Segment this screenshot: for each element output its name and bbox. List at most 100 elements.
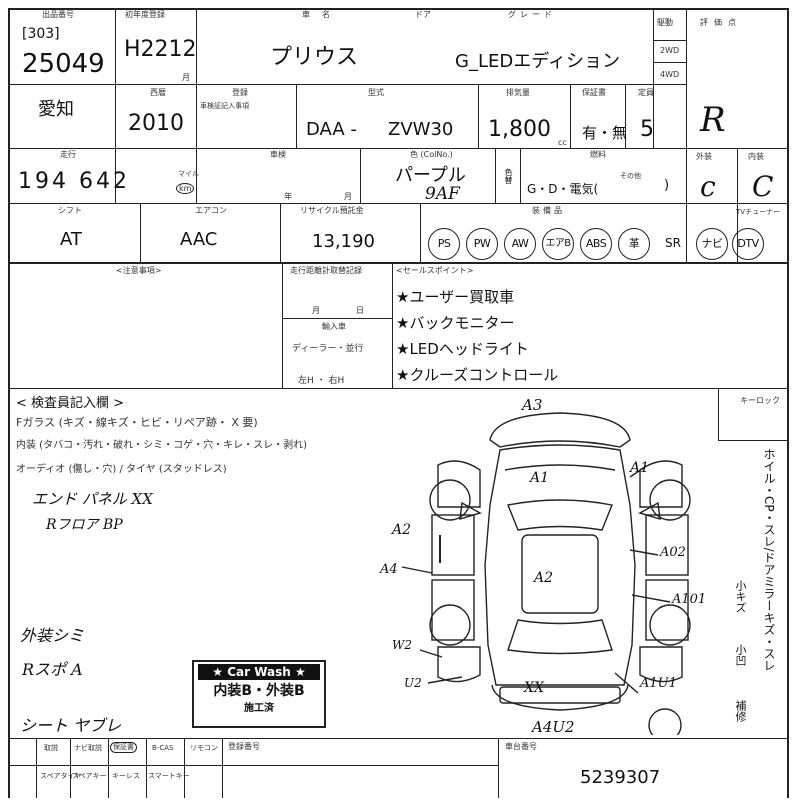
handle-type: 左H ・ 右H xyxy=(298,376,345,386)
grade-value: G_LEDエディション xyxy=(455,51,620,72)
equip-abs: ABS xyxy=(580,228,612,260)
inspection-label: 車検 xyxy=(270,150,286,159)
vline-g xyxy=(570,84,572,148)
carwash-done: 施工済 xyxy=(244,703,274,714)
sales-point-1: ★ユーザー買取車 xyxy=(396,288,515,306)
recycle-label: リサイクル預託金 xyxy=(300,206,364,215)
vline-o xyxy=(280,203,282,262)
ac-value: AAC xyxy=(180,229,218,250)
footer-v5 xyxy=(184,738,185,798)
inspector-audio: オーディオ (傷し・穴) / タイヤ (スタッドレス) xyxy=(16,464,227,475)
row-line-2 xyxy=(8,148,788,150)
grade-label: グレード xyxy=(508,10,556,19)
inspection-month: 月 xyxy=(344,192,352,201)
sales-point-4: ★クルーズコントロール xyxy=(396,366,559,384)
shift-label: シフト xyxy=(58,206,82,215)
footer-v4 xyxy=(146,738,147,798)
model-value: ZVW30 xyxy=(388,119,454,140)
tuner-label: TVチューナー xyxy=(736,208,781,216)
chassis-label: 車台番号 xyxy=(505,742,537,751)
row-line-footer xyxy=(8,738,788,740)
vline-drive2 xyxy=(653,62,687,63)
mark-a2-roof: A2 xyxy=(534,570,554,586)
fuel-paren-close: ) xyxy=(664,178,670,193)
color-code: 9AF xyxy=(425,184,460,204)
vline-n xyxy=(140,203,142,262)
region: 愛知 xyxy=(38,99,74,120)
side-check-text: ホイル・CP・スレ/ドアミラーキズ・スレ xyxy=(762,448,776,672)
carwash-grades: 内装B・外装B xyxy=(213,683,305,699)
vline-p xyxy=(420,203,422,262)
footer-item-manual: 取説 xyxy=(44,744,58,752)
footer-v3 xyxy=(108,738,109,798)
mark-a3: A3 xyxy=(522,396,543,414)
notes-label: <注意事項> xyxy=(116,266,162,275)
sales-label: <セールスポイント> xyxy=(396,266,474,275)
footer-item-navi-manual: ナビ取説 xyxy=(74,744,102,752)
notes-box-left xyxy=(282,262,284,388)
mile-unit: マイル xyxy=(178,170,199,178)
color-label: 色 (ColNo.) xyxy=(410,150,453,159)
mark-a02: A02 xyxy=(660,545,686,560)
hand-note-2: Rフロア BP xyxy=(46,517,123,533)
frame-top xyxy=(8,8,788,10)
import-label: 輸入車 xyxy=(322,322,346,331)
equipment-label: 装備品 xyxy=(532,206,565,215)
inspector-interior: 内装 (タバコ・汚れ・破れ・シミ・コゲ・穴・キレ・スレ・剥れ) xyxy=(16,440,307,451)
color-value: パープル xyxy=(395,165,466,186)
footer-v6 xyxy=(222,738,223,798)
footer-item-remote: リモコン xyxy=(190,744,218,752)
footer-item-keyless: キーレス xyxy=(112,772,140,780)
model-prefix: DAA - xyxy=(306,119,357,140)
lot-prefix: [303] xyxy=(22,26,60,42)
mark-w2: W2 xyxy=(392,638,412,652)
equip-sr: SR xyxy=(665,236,681,250)
vline-m xyxy=(520,148,522,203)
mark-a101: A101 xyxy=(672,592,707,607)
vline-c xyxy=(653,8,655,148)
exterior-label: 外装 xyxy=(696,152,712,161)
month-unit: 月 xyxy=(182,73,190,82)
vline-e xyxy=(296,84,298,148)
color-change: 色替 xyxy=(504,168,513,184)
fuel-options: G・D・電気( xyxy=(527,182,599,196)
door-label: ドア xyxy=(415,10,431,19)
vline-d xyxy=(686,8,688,262)
equip-airbag: エアB xyxy=(542,228,574,260)
warranty-label: 保証書 xyxy=(582,88,606,97)
drive-label: 駆動 xyxy=(657,18,673,27)
inspection-year: 年 xyxy=(284,192,292,201)
frame-left xyxy=(8,8,10,798)
chassis-value: 5239307 xyxy=(580,767,661,788)
footer-item-spare-tire: スペアタイヤ xyxy=(40,772,82,780)
displacement-label: 排気量 xyxy=(506,88,530,97)
exterior-grade: c xyxy=(700,170,716,203)
model-label: 型式 xyxy=(368,88,384,97)
vline-l xyxy=(495,148,497,203)
cc-unit: cc xyxy=(558,138,567,147)
score-label: 評価点 xyxy=(700,18,742,27)
side-check-repair: 補修 xyxy=(734,700,747,722)
drive-4wd: 4WD xyxy=(660,70,680,79)
mileage-label: 走行 xyxy=(60,150,76,159)
capacity-label: 定員 xyxy=(638,88,654,97)
keyless-label: キーロック xyxy=(740,396,780,405)
mark-a1-hood: A1 xyxy=(530,470,550,486)
mark-a4u2: A4U2 xyxy=(532,718,575,736)
cert-sub: 車検証記入事項 xyxy=(200,102,249,110)
lot-number: 25049 xyxy=(22,49,105,79)
mark-a4-door: A4 xyxy=(380,562,398,577)
km-unit: km xyxy=(176,183,195,194)
inspector-glass: Fガラス (キズ・線キズ・ヒビ・リペア跡・ X 要) xyxy=(16,416,258,429)
vline-h xyxy=(625,84,627,148)
drive-2wd: 2WD xyxy=(660,46,680,55)
vline-f xyxy=(478,84,480,148)
warranty-value: 有・無 xyxy=(582,124,628,142)
inspector-title: < 検査員記入欄 > xyxy=(16,396,125,411)
footer-item-warranty: 保証書 xyxy=(110,742,137,753)
side-check-small2: 小凹 xyxy=(734,644,747,666)
carwash-title: ★ Car Wash ★ xyxy=(198,664,320,680)
side-check-small: 小キズ xyxy=(734,580,747,613)
row-line-1 xyxy=(8,84,686,86)
row-line-4 xyxy=(8,262,788,264)
